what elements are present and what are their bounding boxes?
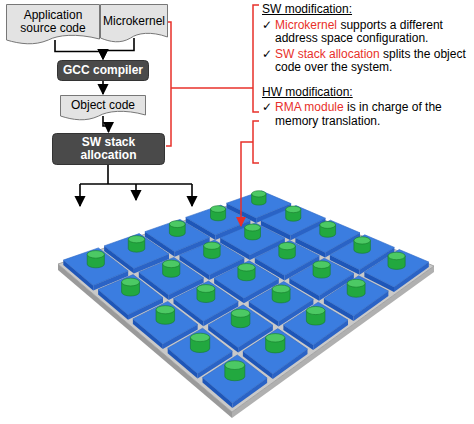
flow-arrow [102,81,104,94]
highlight-term: SW stack allocation [275,47,380,61]
flow-arrow [55,40,103,59]
callout-item: ✓RMA moduleis in charge of the memory tr… [262,101,470,128]
chip-grid [58,191,434,418]
process-box: GCC compiler [57,60,149,81]
callout-panel: SW modification: ✓Microkernelsupports a d… [262,3,470,130]
node-label: Microkernel [103,15,165,28]
callout-heading: SW modification: [262,3,470,17]
callout-brackets [166,5,259,226]
document-box: Object code [60,95,146,120]
check-mark: ✓ [262,101,272,115]
check-mark: ✓ [262,19,272,33]
heading-text: HW modification: [262,85,353,99]
node-label: Object code [71,99,135,112]
callout-item: ✓SW stack allocationsplits the object co… [262,48,470,75]
check-mark: ✓ [262,48,272,62]
heading-text: SW modification: [262,2,352,16]
node-label: Application source code [10,9,96,35]
callout-item: ✓Microkernelsupports a different address… [262,19,470,46]
node-label: SW stack allocation [56,136,161,162]
document-box: Microkernel [100,4,168,42]
highlight-term: RMA module [275,100,344,114]
flow-arrow [103,116,109,132]
highlight-term: Microkernel [275,18,337,32]
document-box: Application source code [6,4,100,44]
node-label: GCC compiler [63,64,143,77]
callout-heading: HW modification: [262,86,470,100]
process-box: SW stack allocation [52,133,165,165]
